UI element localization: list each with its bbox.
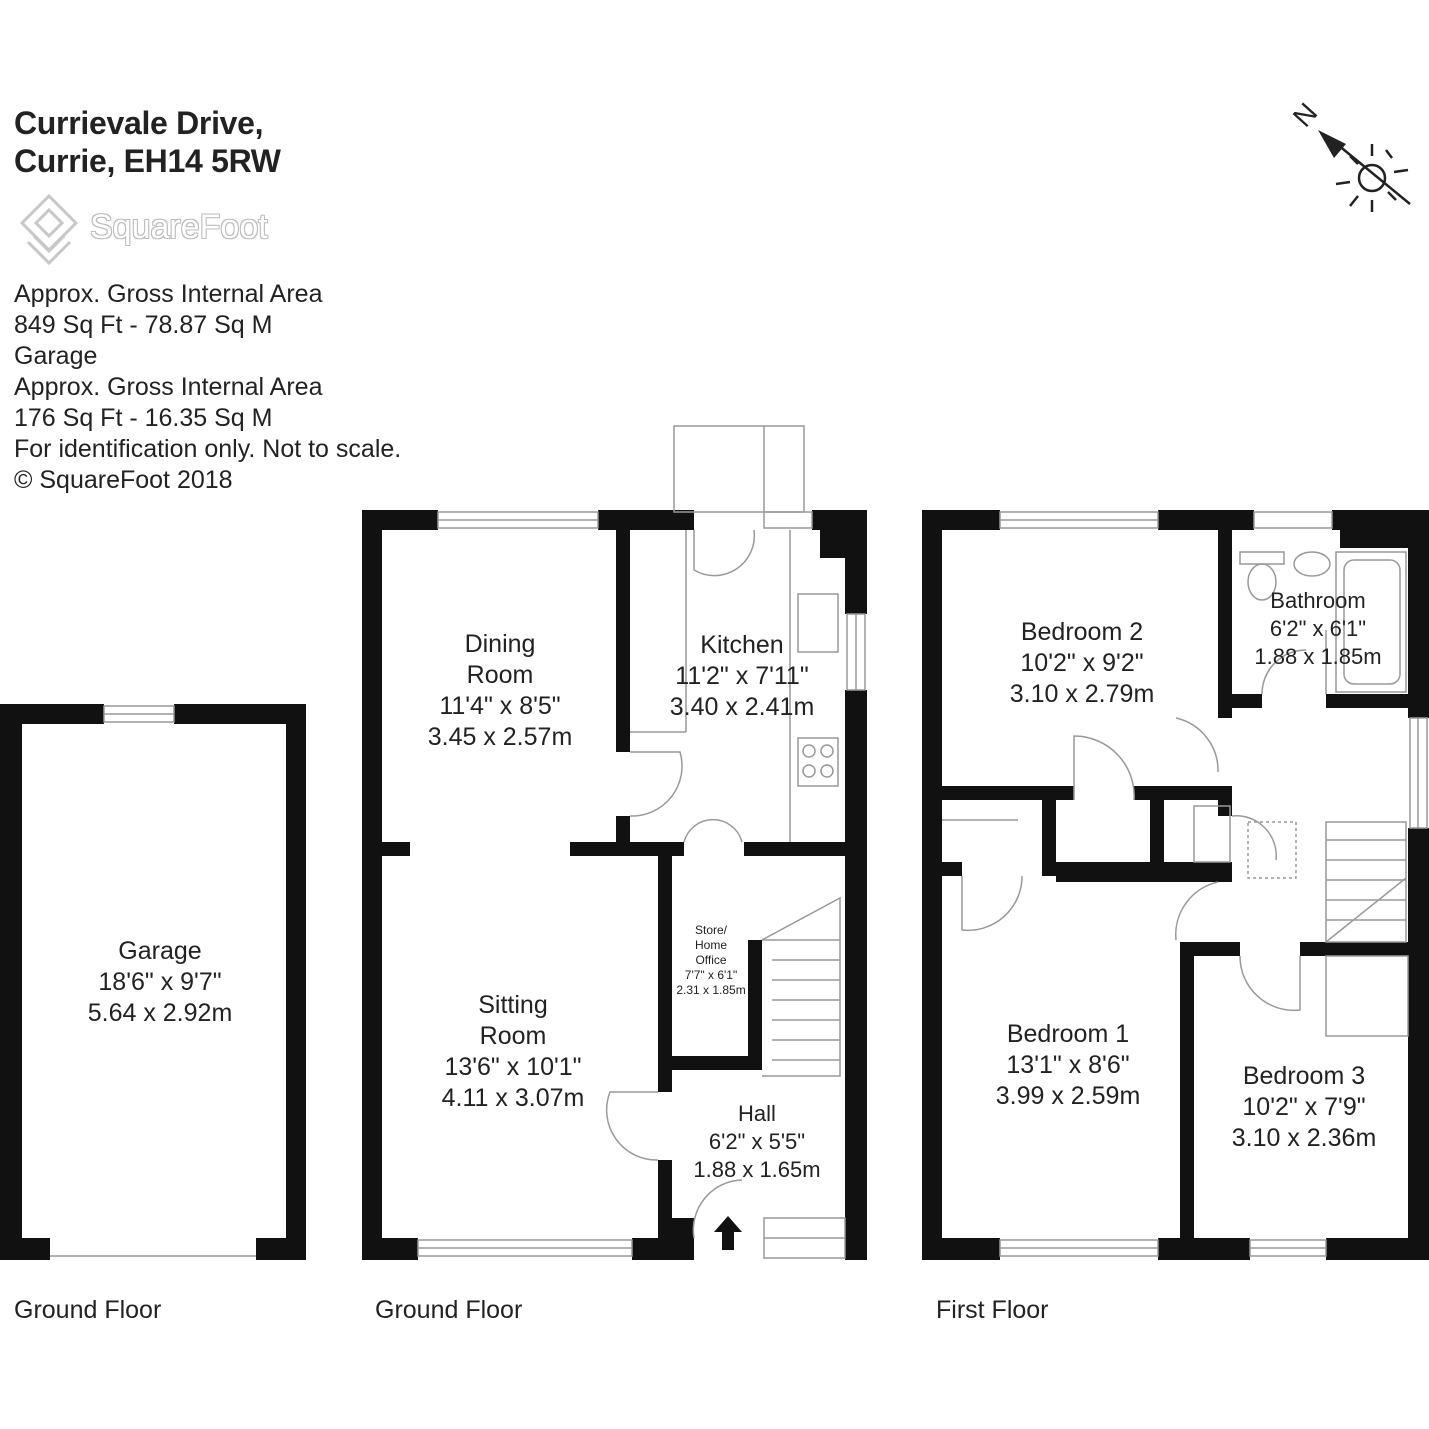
room-dimensions-imperial: 13'6" x 10'1": [444, 1053, 582, 1081]
room-name: Home: [694, 938, 727, 952]
room-dimensions-imperial: 10'2" x 9'2": [1020, 649, 1144, 677]
room-name: Bedroom 2: [1020, 618, 1144, 646]
squarefoot-logo-icon: [19, 193, 79, 266]
logo-text: SquareFoot: [90, 208, 268, 246]
room-dimensions-imperial: 11'2" x 7'11": [675, 662, 809, 690]
room-name: Garage: [118, 937, 202, 965]
room-label-bedroom-2: Bedroom 2 10'2" x 9'2" 3.10 x 2.79m: [1010, 617, 1155, 710]
area-info: Approx. Gross Internal Area 849 Sq Ft - …: [14, 279, 401, 496]
room-dimensions-metric: 3.10 x 2.36m: [1231, 1124, 1377, 1152]
garage-plan: [0, 704, 306, 1260]
floor-label-ground: Ground Floor: [375, 1296, 523, 1324]
floor-label-first: First Floor: [936, 1296, 1049, 1324]
room-dimensions-imperial: 11'4" x 8'5": [439, 692, 561, 720]
room-dimensions-metric: 1.88 x 1.65m: [693, 1157, 821, 1182]
room-name: Bathroom: [1270, 588, 1366, 613]
room-dimensions-metric: 2.31 x 1.85m: [676, 983, 746, 997]
room-name: Kitchen: [700, 631, 784, 659]
room-name: Hall: [738, 1101, 776, 1126]
info-line: Approx. Gross Internal Area: [14, 280, 323, 308]
room-dimensions-metric: 4.11 x 3.07m: [441, 1084, 585, 1112]
property-address: Currievale Drive, Currie, EH14 5RW: [14, 104, 281, 180]
info-line: 176 Sq Ft - 16.35 Sq M: [14, 404, 273, 432]
room-dimensions-imperial: 10'2" x 7'9": [1242, 1093, 1366, 1121]
room-label-store-home-office: Store/ Home Office 7'7" x 6'1" 2.31 x 1.…: [676, 923, 745, 998]
ground-floor-plan: [362, 425, 867, 1260]
room-dimensions-imperial: 6'2" x 6'1": [1269, 616, 1367, 641]
room-label-bedroom-3: Bedroom 3 10'2" x 7'9" 3.10 x 2.36m: [1232, 1061, 1377, 1154]
floor-label-garage: Ground Floor: [14, 1296, 162, 1324]
room-dimensions-metric: 1.88 x 1.85m: [1254, 644, 1382, 669]
room-name: Dining: [464, 630, 536, 658]
room-label-sitting-room: Sitting Room 13'6" x 10'1" 4.11 x 3.07m: [442, 990, 585, 1114]
room-label-dining-room: Dining Room 11'4" x 8'5" 3.45 x 2.57m: [428, 629, 573, 753]
room-name: Room: [466, 661, 534, 689]
first-floor-plan: [922, 510, 1429, 1260]
room-name: Sitting: [478, 991, 548, 1019]
room-dimensions-metric: 5.64 x 2.92m: [87, 999, 233, 1027]
room-name: Bedroom 1: [1006, 1020, 1130, 1048]
info-line: © SquareFoot 2018: [14, 466, 233, 494]
address-line-2: Currie, EH14 5RW: [14, 143, 281, 179]
room-dimensions-metric: 3.10 x 2.79m: [1009, 680, 1155, 708]
room-label-hall: Hall 6'2" x 5'5" 1.88 x 1.65m: [693, 1100, 820, 1184]
info-line: For identification only. Not to scale.: [14, 435, 402, 463]
room-dimensions-metric: 3.99 x 2.59m: [995, 1082, 1141, 1110]
room-label-garage: Garage 18'6" x 9'7" 5.64 x 2.92m: [88, 936, 233, 1029]
room-label-bedroom-1: Bedroom 1 13'1" x 8'6" 3.99 x 2.59m: [996, 1019, 1141, 1112]
room-label-kitchen: Kitchen 11'2" x 7'11" 3.40 x 2.41m: [670, 630, 815, 723]
room-name: Room: [479, 1022, 547, 1050]
room-dimensions-metric: 3.40 x 2.41m: [669, 693, 815, 721]
room-dimensions-imperial: 7'7" x 6'1": [684, 968, 738, 982]
room-dimensions-imperial: 6'2" x 5'5": [708, 1129, 806, 1154]
room-name: Store/: [694, 923, 727, 937]
room-dimensions-imperial: 13'1" x 8'6": [1006, 1051, 1130, 1079]
entrance-arrow-icon: [714, 1216, 742, 1250]
info-line: 849 Sq Ft - 78.87 Sq M: [14, 311, 273, 339]
room-dimensions-imperial: 18'6" x 9'7": [98, 968, 222, 996]
squarefoot-logo: SquareFoot: [14, 192, 304, 270]
room-label-bathroom: Bathroom 6'2" x 6'1" 1.88 x 1.85m: [1254, 587, 1381, 671]
room-name: Office: [695, 953, 727, 967]
north-arrow-sun-icon: N: [1287, 100, 1411, 212]
room-dimensions-metric: 3.45 x 2.57m: [427, 723, 573, 751]
address-line-1: Currievale Drive,: [14, 105, 264, 141]
room-name: Bedroom 3: [1242, 1062, 1366, 1090]
info-line: Approx. Gross Internal Area: [14, 373, 323, 401]
info-line: Garage: [14, 342, 98, 370]
